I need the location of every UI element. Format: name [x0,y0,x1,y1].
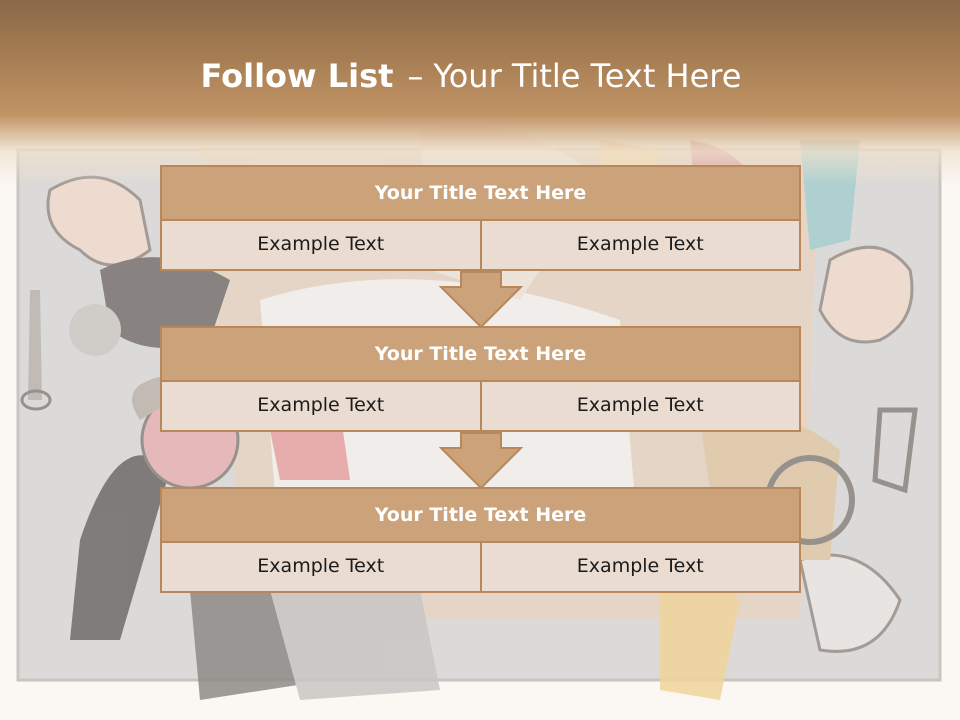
slide-title-rest: Your Title Text Here [433,57,742,95]
list-block-3: Your Title Text Here Example Text Exampl… [160,487,801,593]
down-arrow-icon [439,271,523,329]
block-row: Example Text Example Text [160,382,801,432]
slide-title-bold: Follow List [200,57,394,95]
block-cell-right: Example Text [481,221,801,271]
down-arrow-icon [439,432,523,490]
block-cell-left: Example Text [160,221,482,271]
list-block-2: Your Title Text Here Example Text Exampl… [160,326,801,432]
block-row: Example Text Example Text [160,543,801,593]
block-row: Example Text Example Text [160,221,801,271]
block-cell-left: Example Text [160,543,482,593]
slide-title-separator: – [407,57,424,95]
block-cell-right: Example Text [481,382,801,432]
header-band [0,0,960,185]
slide-title: Follow List–Your Title Text Here [0,54,942,98]
block-title: Your Title Text Here [160,165,801,221]
block-cell-left: Example Text [160,382,482,432]
list-block-1: Your Title Text Here Example Text Exampl… [160,165,801,271]
block-title: Your Title Text Here [160,487,801,543]
block-cell-right: Example Text [481,543,801,593]
block-title: Your Title Text Here [160,326,801,382]
